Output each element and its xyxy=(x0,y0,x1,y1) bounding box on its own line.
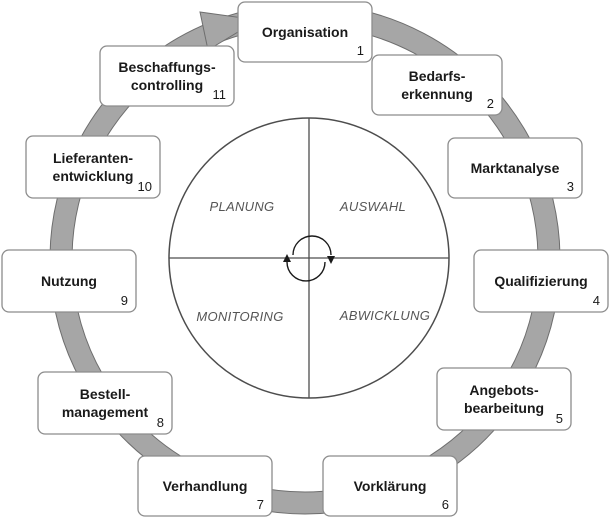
step-label-line: Lieferanten- xyxy=(53,150,133,166)
step-label-line: Nutzung xyxy=(41,273,97,289)
step-label-line: Vorklärung xyxy=(354,478,427,494)
step-box-10: Lieferanten-entwicklung 10 xyxy=(25,135,161,199)
step-box-4: Qualifizierung 4 xyxy=(473,249,609,313)
step-number: 3 xyxy=(567,179,574,194)
step-label-line: management xyxy=(62,404,149,420)
step-number: 4 xyxy=(593,293,600,308)
cycle-arrows-icon xyxy=(283,235,335,282)
step-box-2: Bedarfs-erkennung 2 xyxy=(371,54,503,116)
step-box-outline xyxy=(473,249,609,313)
quadrant-label-top-left: PLANUNG xyxy=(210,199,275,214)
step-label-line: Organisation xyxy=(262,24,348,40)
step-label-line: bearbeitung xyxy=(464,400,544,416)
step-label-line: Beschaffungs- xyxy=(118,59,216,75)
step-box-6: Vorklärung 6 xyxy=(322,455,458,517)
step-box-9: Nutzung 9 xyxy=(1,249,137,313)
step-label-line: Bestell- xyxy=(80,386,131,402)
step-box-outline xyxy=(237,1,373,63)
step-box-outline xyxy=(99,45,235,107)
step-box-outline xyxy=(25,135,161,199)
step-number: 7 xyxy=(257,497,264,512)
step-number: 5 xyxy=(556,411,563,426)
step-box-7: Verhandlung 7 xyxy=(137,455,273,517)
step-box-outline xyxy=(1,249,137,313)
step-box-3: Marktanalyse 3 xyxy=(447,137,583,199)
step-label-line: Angebots- xyxy=(469,382,539,398)
step-box-outline xyxy=(322,455,458,517)
step-label-line: erkennung xyxy=(401,86,473,102)
step-label-line: Qualifizierung xyxy=(494,273,587,289)
step-label-line: Verhandlung xyxy=(163,478,248,494)
step-box-outline xyxy=(436,367,572,431)
inner-circle: PLANUNG AUSWAHL MONITORING ABWICKLUNG xyxy=(168,117,450,399)
step-label-line: controlling xyxy=(131,77,203,93)
step-box-outline xyxy=(137,455,273,517)
step-label-line: Bedarfs- xyxy=(409,68,466,84)
step-label-line: Marktanalyse xyxy=(471,160,560,176)
step-box-outline xyxy=(37,371,173,435)
quadrant-label-top-right: AUSWAHL xyxy=(339,199,406,214)
step-box-1: Organisation 1 xyxy=(237,1,373,63)
step-box-11: Beschaffungs-controlling 11 xyxy=(99,45,235,107)
step-number: 6 xyxy=(442,497,449,512)
step-number: 9 xyxy=(121,293,128,308)
quadrant-label-bottom-right: ABWICKLUNG xyxy=(339,308,430,323)
step-box-5: Angebots-bearbeitung 5 xyxy=(436,367,572,431)
step-number: 10 xyxy=(138,179,152,194)
step-number: 1 xyxy=(357,43,364,58)
step-box-outline xyxy=(371,54,503,116)
step-box-outline xyxy=(447,137,583,199)
step-number: 11 xyxy=(213,87,227,102)
step-box-8: Bestell-management 8 xyxy=(37,371,173,435)
quadrant-label-bottom-left: MONITORING xyxy=(196,309,283,324)
step-number: 2 xyxy=(487,96,494,111)
step-label-line: entwicklung xyxy=(53,168,134,184)
step-number: 8 xyxy=(157,415,164,430)
